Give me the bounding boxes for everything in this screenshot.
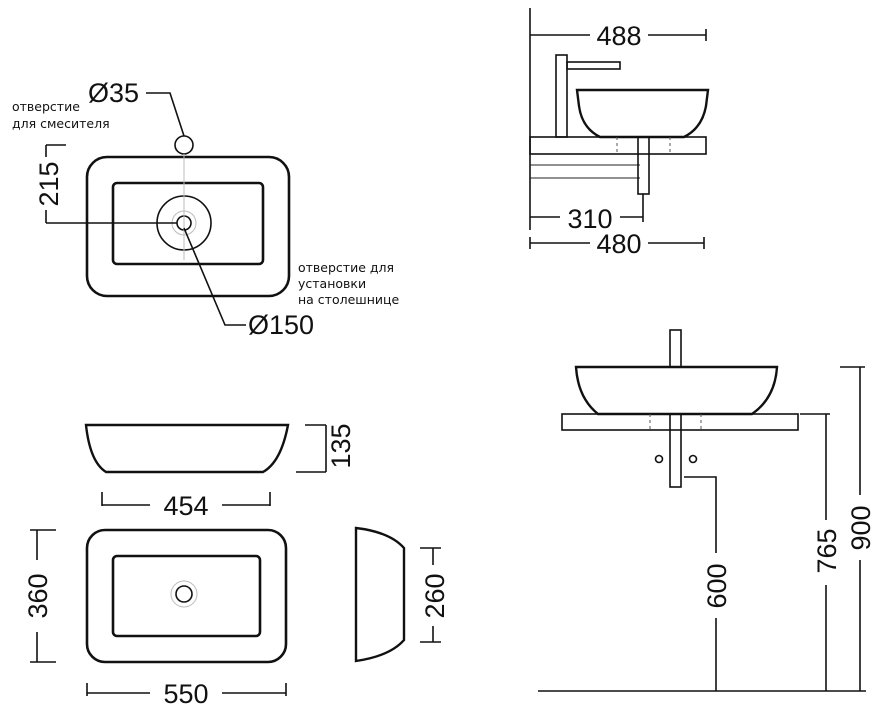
elevation-mixer bbox=[669, 329, 682, 369]
side-view: 488 310 480 bbox=[529, 8, 710, 259]
plan-drain-hole bbox=[175, 585, 193, 603]
elevation-countertop bbox=[561, 413, 799, 431]
mixer-hole-leader bbox=[146, 92, 185, 137]
mount-hole-diameter: Ø150 bbox=[248, 310, 314, 340]
plan-drain-ring bbox=[170, 580, 198, 608]
side-view-bowl bbox=[575, 88, 710, 139]
mixer-hole-note-2: для смесителя bbox=[12, 116, 110, 131]
elevation-drain bbox=[669, 413, 682, 488]
bowl-bottom-width-label: 454 bbox=[163, 491, 208, 521]
plan-view: 360 550 bbox=[23, 528, 288, 709]
mixer-hole-diameter: Ø35 bbox=[88, 78, 139, 108]
side-bottom-depth-label: 260 bbox=[420, 573, 450, 618]
counter-height-label: 765 bbox=[812, 528, 842, 573]
top-view: Ø35 отверстие для смесителя 215 Ø150 отв… bbox=[12, 78, 400, 340]
top-view-outer-rim bbox=[85, 155, 291, 298]
total-height-label: 900 bbox=[846, 505, 876, 550]
side-profile-shape bbox=[354, 526, 406, 663]
front-bowl-shape bbox=[84, 423, 290, 474]
side-profile-view: 260 bbox=[354, 526, 450, 663]
side-depth-top-label: 488 bbox=[596, 21, 641, 51]
side-view-countertop bbox=[529, 136, 707, 155]
drain-height-label: 600 bbox=[702, 563, 732, 608]
mixer-spout bbox=[566, 61, 621, 70]
plan-view-outer-rim bbox=[85, 528, 288, 664]
bowl-height-label: 135 bbox=[326, 423, 356, 468]
mount-hole-note-3: на столешнице bbox=[298, 292, 400, 307]
installed-elevation: 600 765 900 bbox=[538, 329, 876, 692]
mixer-body bbox=[555, 54, 568, 138]
side-depth-310-label: 310 bbox=[567, 204, 612, 234]
plan-view-inner-bowl bbox=[111, 554, 262, 638]
elevation-bolt-right bbox=[688, 454, 698, 464]
mount-hole-note-2: установки bbox=[298, 276, 366, 291]
mixer-hole-note-1: отверстие bbox=[12, 99, 80, 114]
hole-offset-label: 215 bbox=[34, 161, 64, 206]
mixer-hole bbox=[174, 135, 194, 155]
plan-depth-label: 360 bbox=[23, 573, 53, 618]
side-depth-480-label: 480 bbox=[596, 229, 641, 259]
front-bowl-view: 135 454 bbox=[84, 423, 356, 521]
mount-hole-leader bbox=[183, 227, 246, 326]
plan-width-label: 550 bbox=[163, 679, 208, 709]
elevation-bowl bbox=[574, 365, 779, 416]
elevation-bolt-left bbox=[654, 454, 664, 464]
mount-hole-note-1: отверстие для bbox=[298, 260, 394, 275]
